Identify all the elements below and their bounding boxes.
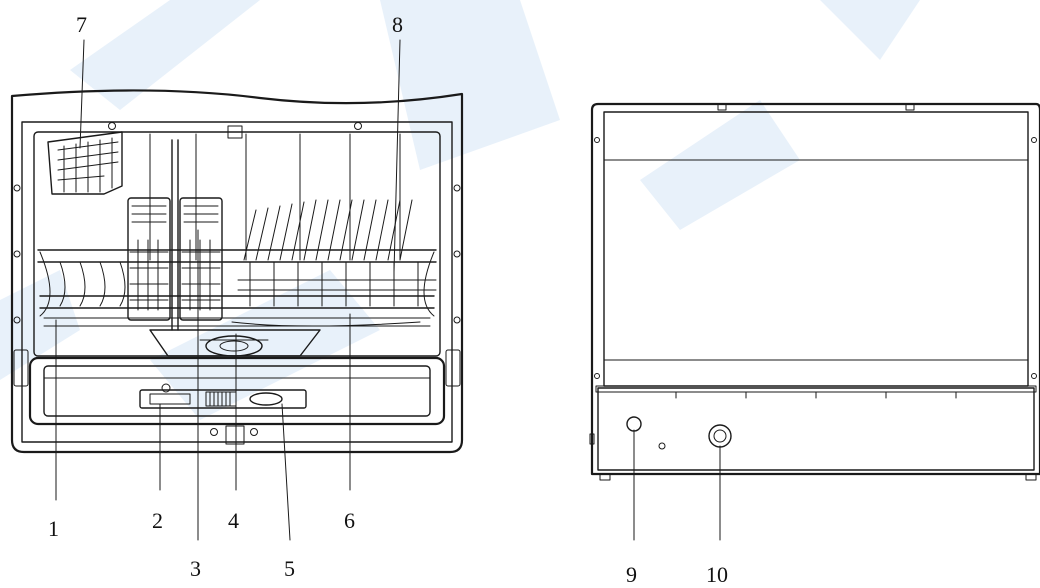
front-screws — [13, 122, 461, 324]
tub-back-wall — [149, 125, 401, 331]
back-housing — [590, 102, 1040, 476]
water-inlet — [626, 416, 642, 432]
leader-lines — [55, 39, 401, 541]
cup-shelf — [47, 131, 123, 195]
back-panel-lower — [597, 387, 1035, 471]
callout-1: 1 — [48, 516, 59, 541]
back-view: 9 10 — [589, 102, 1040, 587]
callout-8: 8 — [392, 12, 403, 37]
callout-4: 4 — [228, 508, 239, 533]
callout-2: 2 — [152, 508, 163, 533]
callout-3: 3 — [190, 556, 201, 581]
spray-arm — [149, 329, 321, 357]
front-inner-frame — [21, 121, 453, 443]
callout-5: 5 — [284, 556, 295, 581]
cutlery-basket — [127, 197, 223, 321]
front-view: 7 8 1 2 3 4 5 6 — [10, 12, 464, 581]
back-panel-upper — [603, 111, 1029, 387]
back-ribs — [675, 391, 957, 399]
callout-9: 9 — [626, 562, 637, 587]
door-latch — [210, 425, 258, 445]
callout-6: 6 — [344, 508, 355, 533]
callout-10: 10 — [706, 562, 728, 587]
callout-7: 7 — [76, 12, 87, 37]
front-housing — [10, 89, 464, 454]
dish-rack-tines — [243, 199, 413, 261]
dish-rack — [37, 249, 437, 327]
drain-outlet — [708, 424, 732, 448]
door — [13, 349, 461, 426]
detergent-dispenser — [139, 383, 307, 409]
